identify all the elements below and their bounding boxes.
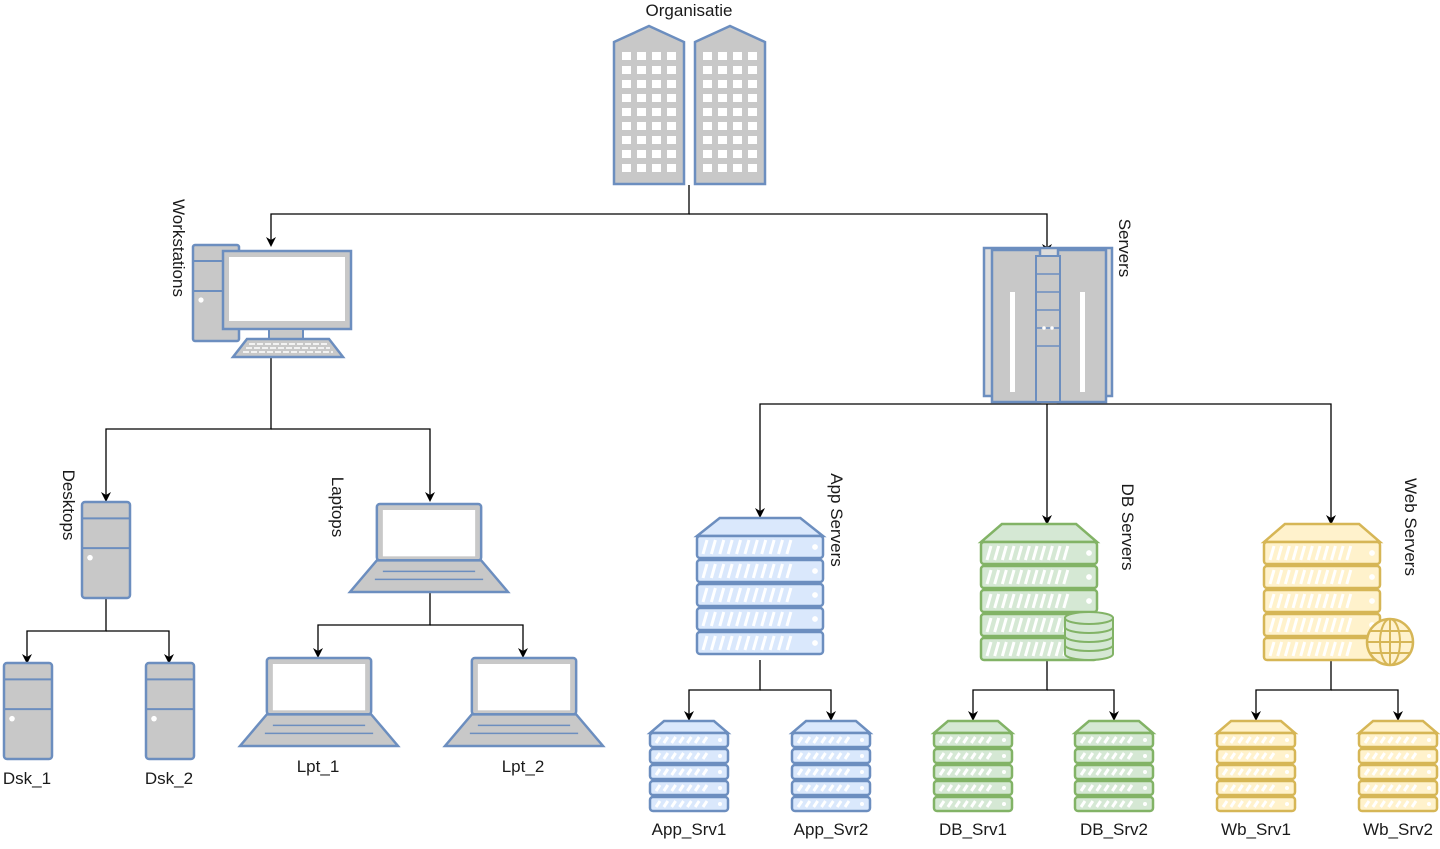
- wb-srv1-stack-icon: [1213, 719, 1299, 813]
- web-servers-label: Web Servers: [1401, 478, 1420, 576]
- edge-organisatie-servers: [689, 213, 1052, 254]
- workstations-computer-icon: [191, 243, 353, 359]
- edge-db-srv2: [1047, 689, 1119, 721]
- wb-srv2-label: Wb_Srv2: [1363, 820, 1433, 839]
- edge-db-srv1: [968, 655, 1048, 721]
- dsk-2-label: Dsk_2: [144, 769, 194, 788]
- edge-workstations-desktops: [101, 357, 272, 502]
- desktops-label: Desktops: [59, 469, 78, 541]
- db-servers-label: DB Servers: [1118, 483, 1137, 571]
- lpt-2-label: Lpt_2: [501, 757, 545, 776]
- icon-layer: [2, 24, 1440, 813]
- db-srv2-stack-icon: [1071, 719, 1157, 813]
- app-svr2-label: App_Svr2: [793, 820, 869, 839]
- db-servers-stack-icon: [977, 522, 1114, 662]
- app-srv1-stack-icon: [646, 719, 732, 813]
- edge-laptops-lpt-2: [430, 624, 528, 658]
- lpt-2-laptop-icon: [442, 656, 606, 748]
- db-srv1-label: DB_Srv1: [938, 820, 1008, 839]
- globe-icon: [1365, 617, 1415, 667]
- laptops-label: Laptops: [328, 476, 347, 538]
- edge-app-srv1: [684, 660, 761, 721]
- database-cylinder-icon: [1064, 611, 1114, 661]
- app-svr2-stack-icon: [788, 719, 874, 813]
- connector-layer: [22, 185, 1403, 721]
- app-servers-label: App Servers: [827, 473, 846, 567]
- dsk-2-tower-icon: [144, 661, 196, 761]
- app-servers-stack-icon: [693, 516, 827, 656]
- web-servers-stack-icon: [1260, 522, 1415, 667]
- servers-rack-icon: [982, 246, 1114, 404]
- edge-app-svr2: [760, 689, 836, 721]
- db-srv1-stack-icon: [930, 719, 1016, 813]
- workstations-label: Workstations: [169, 199, 188, 297]
- laptops-laptop-icon: [347, 502, 511, 594]
- dsk-1-label: Dsk_1: [2, 769, 52, 788]
- edge-laptops-lpt-1: [313, 592, 431, 658]
- servers-label: Servers: [1115, 218, 1134, 278]
- edge-wb-srv1: [1251, 655, 1332, 721]
- wb-srv1-label: Wb_Srv1: [1221, 820, 1291, 839]
- edge-desktops-dsk-1: [22, 598, 107, 664]
- app-srv1-label: App_Srv1: [651, 820, 727, 839]
- db-srv2-label: DB_Srv2: [1079, 820, 1149, 839]
- edge-workstations-laptops: [271, 428, 435, 502]
- wb-srv2-stack-icon: [1355, 719, 1440, 813]
- edge-desktops-dsk-2: [106, 630, 174, 664]
- edge-organisatie-workstations: [266, 185, 690, 247]
- organisatie-label: Organisatie: [645, 1, 733, 20]
- lpt-1-laptop-icon: [237, 656, 401, 748]
- edge-wb-srv2: [1331, 689, 1403, 721]
- lpt-1-label: Lpt_1: [296, 757, 340, 776]
- edge-servers-web: [1047, 403, 1336, 525]
- desktops-tower-icon: [80, 500, 132, 600]
- organisatie-building-icon: [612, 24, 767, 186]
- dsk-1-tower-icon: [2, 661, 54, 761]
- edge-servers-app: [755, 403, 1047, 518]
